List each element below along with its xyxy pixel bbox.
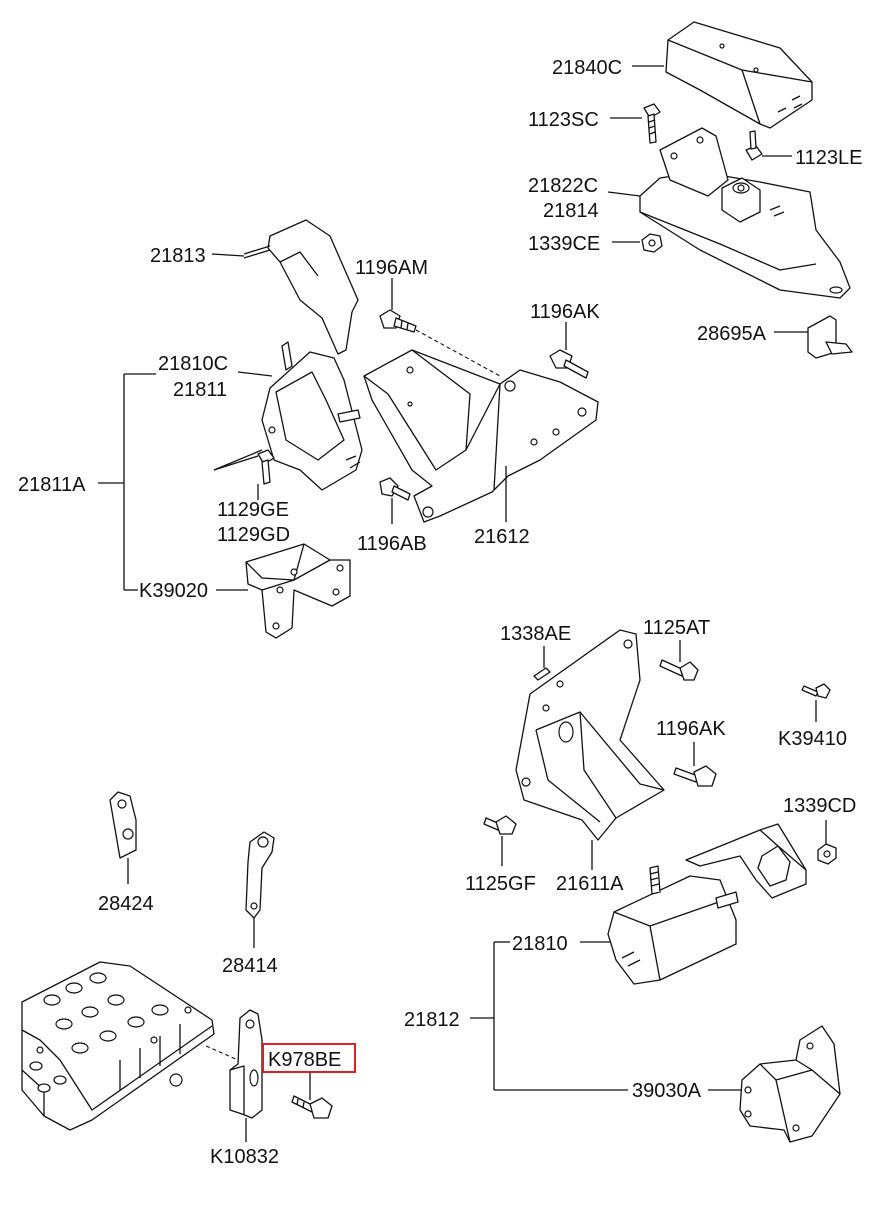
part-heat-shield (685, 823, 807, 899)
bolt-1196AM (379, 309, 417, 333)
label-21812: 21812 (404, 1009, 460, 1031)
label-1196AB: 1196AB (357, 533, 427, 555)
label-1129GD: 1129GD (217, 524, 290, 546)
label-1196AM: 1196AM (355, 257, 428, 279)
leader-1129GE-b (213, 455, 259, 471)
part-21810C-mount (261, 341, 363, 491)
label-21611A: 21611A (556, 873, 624, 895)
label-K39410: K39410 (778, 728, 847, 750)
leader-1129GE-a (213, 449, 263, 471)
label-21811: 21811 (173, 379, 227, 401)
bolt-1123LE (745, 130, 763, 161)
leader-21810C (237, 371, 273, 377)
label-K10832: K10832 (210, 1146, 279, 1168)
part-28695A-clip (807, 315, 853, 359)
part-K39020-bracket (245, 543, 351, 639)
part-21840C-cover (665, 21, 813, 129)
part-28414 (245, 831, 275, 919)
part-K10832-bracket (229, 1009, 263, 1119)
label-1196AK-top: 1196AK (530, 301, 600, 323)
nut-1339CD (817, 843, 837, 865)
label-1123LE: 1123LE (795, 147, 862, 169)
label-1339CE: 1339CE (528, 233, 600, 255)
label-28424: 28424 (98, 893, 154, 915)
highlight-box-K978BE (262, 1043, 356, 1073)
dash-1196AM (415, 329, 501, 377)
label-21840C: 21840C (552, 57, 622, 79)
label-1123SC: 1123SC (528, 109, 599, 131)
part-21612-bracket (363, 349, 599, 523)
label-28414: 28414 (222, 955, 278, 977)
label-1196AK-mid: 1196AK (656, 718, 726, 740)
part-39030A-bracket (739, 1025, 841, 1143)
label-1129GE: 1129GE (217, 499, 289, 521)
label-1125AT: 1125AT (643, 617, 710, 639)
label-39030A: 39030A (632, 1080, 702, 1102)
bolt-1123SC (643, 103, 661, 144)
label-K978BE[interactable]: K978BE (268, 1049, 341, 1071)
label-1125GF: 1125GF (465, 873, 536, 895)
bolt-K978BE (291, 1095, 333, 1119)
bolt-1196AB (379, 477, 411, 501)
bolt-1196AK-top (549, 349, 589, 379)
label-21810: 21810 (512, 933, 568, 955)
part-21813-shield (243, 219, 359, 355)
nut-1339CE (641, 233, 663, 253)
label-21813: 21813 (150, 245, 206, 267)
label-K39020: K39020 (139, 580, 208, 602)
pin-1338AE (533, 667, 551, 681)
leader-21813 (211, 253, 245, 257)
label-21612: 21612 (474, 526, 530, 548)
bolt-1125GF (483, 815, 517, 835)
part-21822C-mount (639, 127, 851, 299)
part-cylinder-head (21, 961, 215, 1131)
dash-cylinder-head (205, 1045, 239, 1061)
label-28695A: 28695A (697, 323, 767, 345)
label-1339CD: 1339CD (783, 795, 856, 817)
bolt-1196AK-mid (673, 765, 717, 787)
label-21822C: 21822C (528, 175, 598, 197)
leader-21822C (607, 191, 641, 197)
bolt-1125AT (659, 659, 699, 681)
bolt-K39410 (801, 683, 831, 699)
part-21810-mount (607, 865, 739, 985)
part-28424 (109, 791, 137, 859)
label-21810C: 21810C (158, 353, 228, 375)
label-21814: 21814 (543, 200, 599, 222)
bolt-1129GE (257, 449, 275, 485)
part-21611A-bracket (515, 629, 665, 841)
label-21811A: 21811A (18, 474, 86, 496)
label-1338AE: 1338AE (500, 623, 571, 645)
